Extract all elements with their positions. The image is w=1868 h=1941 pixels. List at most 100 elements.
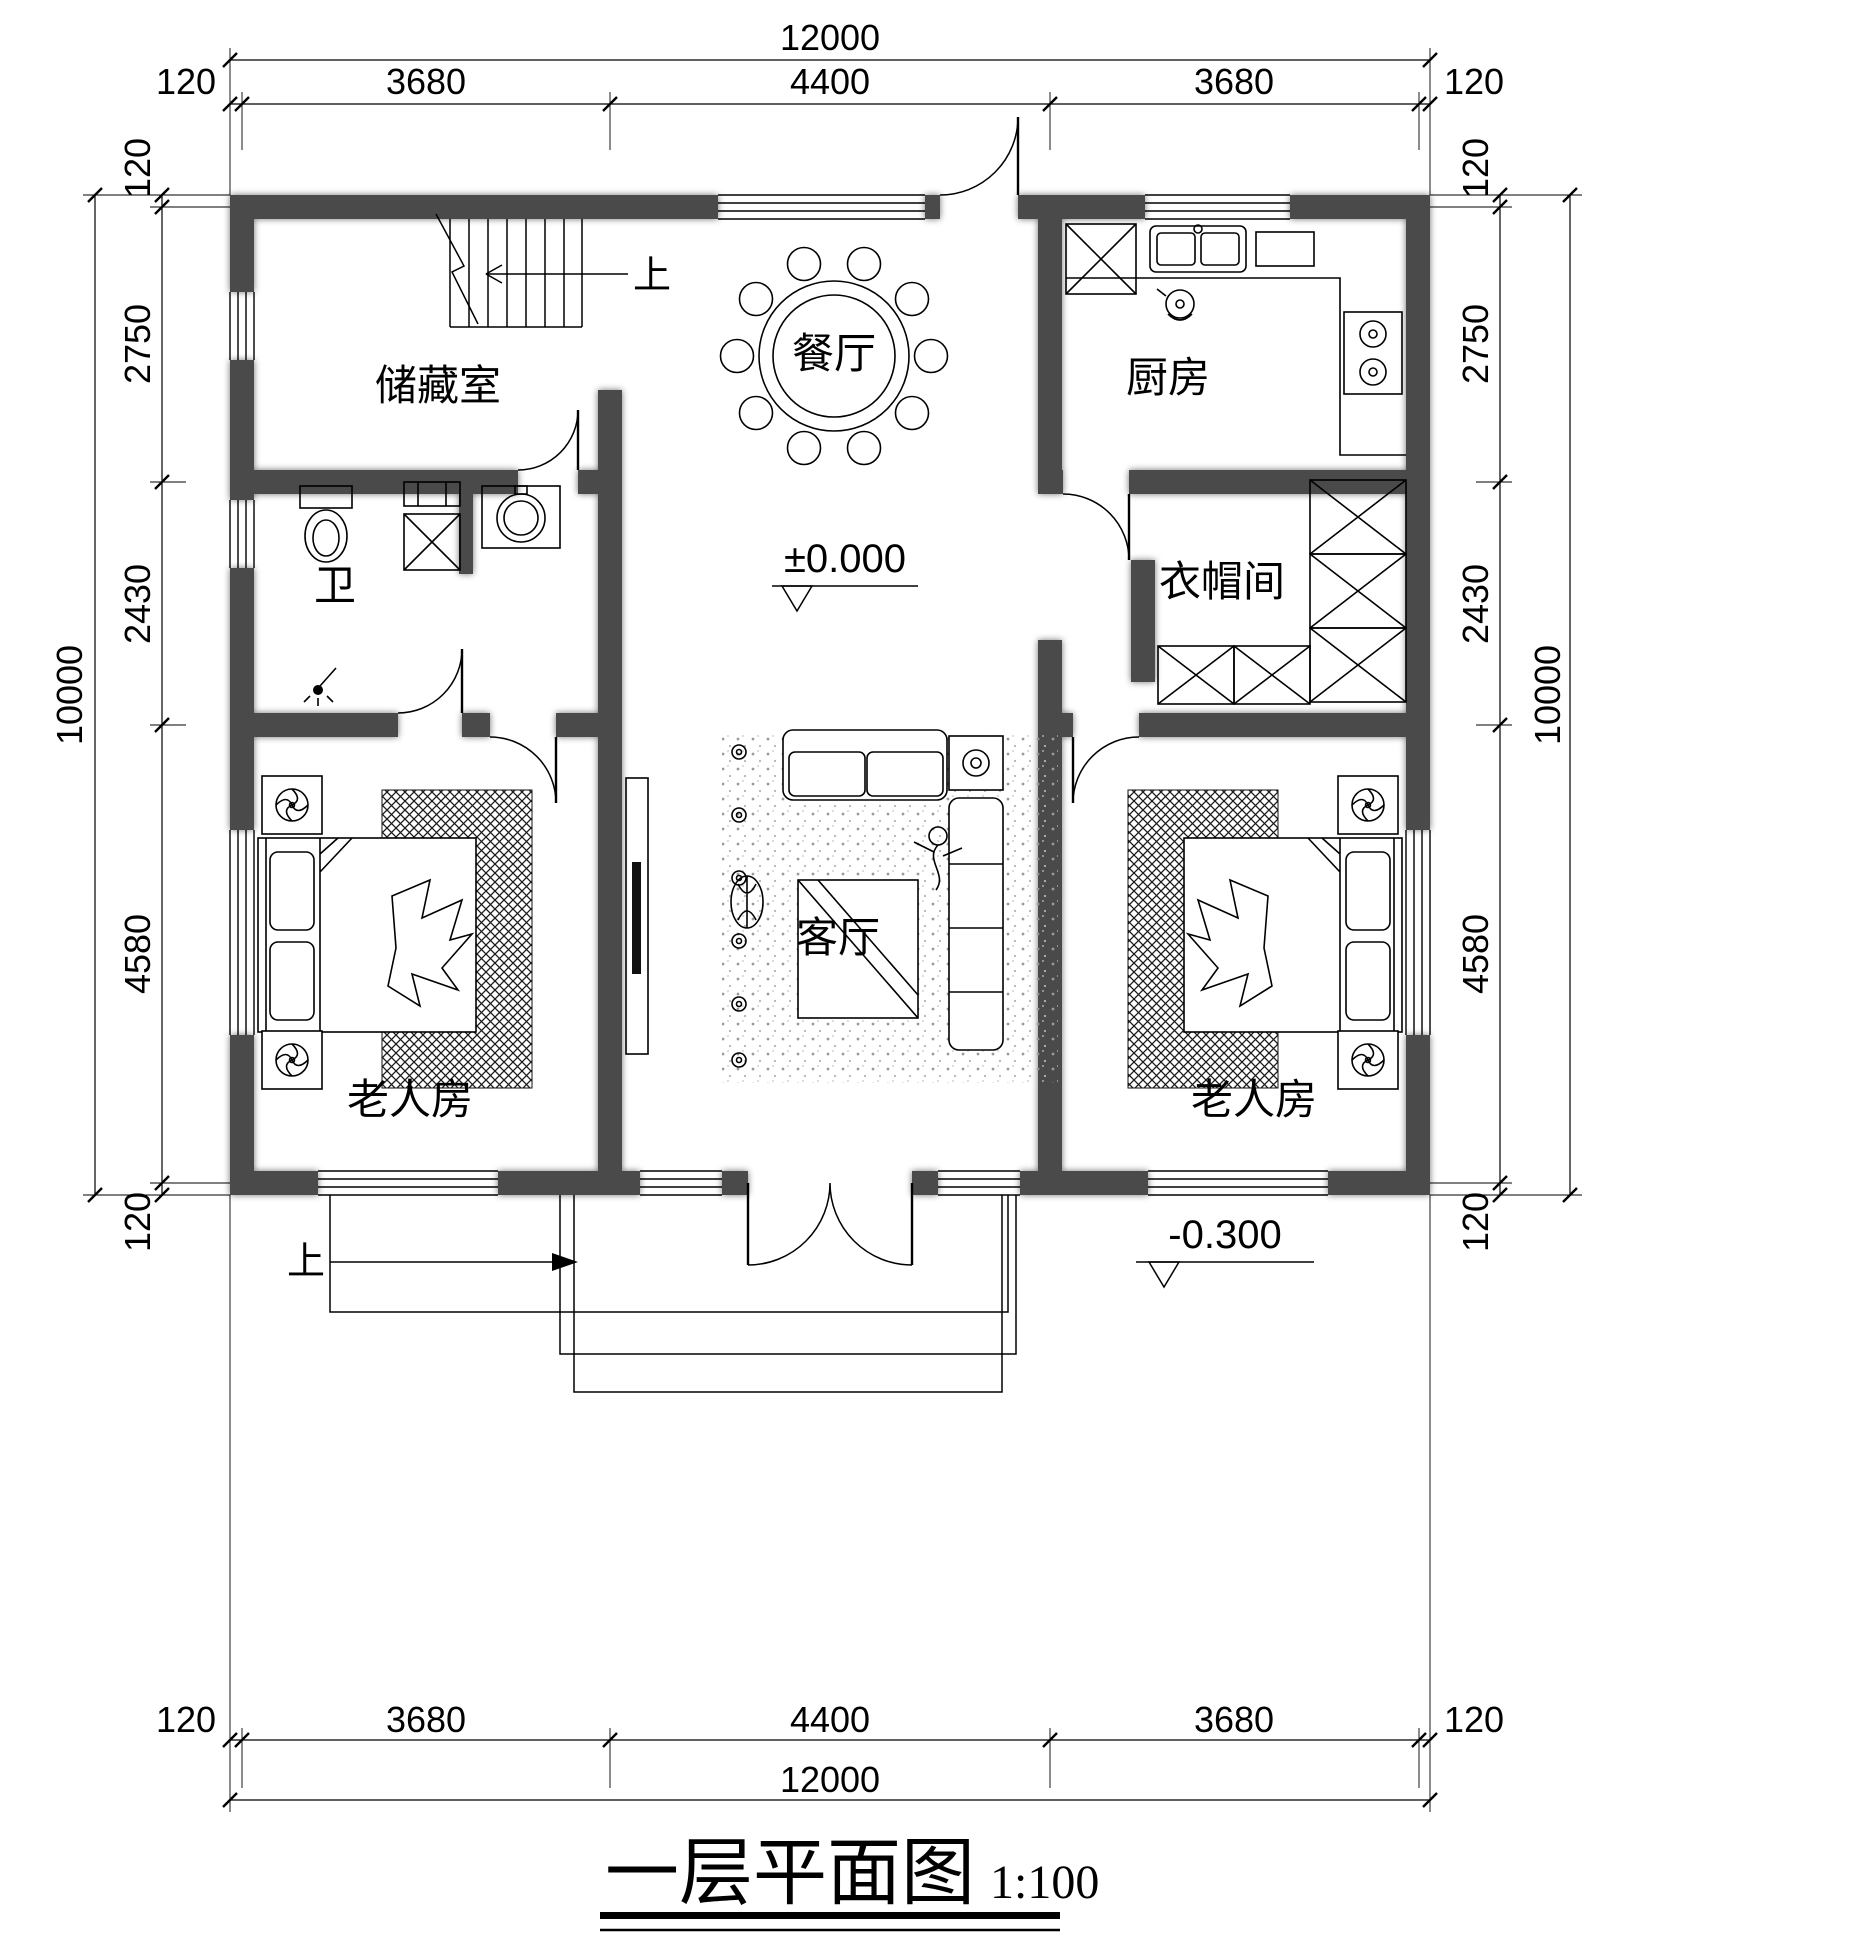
kitchen-counter [1066, 277, 1406, 456]
dim-top-overall: 12000 [780, 17, 880, 58]
dining-chairs [719, 246, 949, 466]
window [1148, 1170, 1328, 1196]
dimensions-right: 120 2750 2430 4580 120 10000 [1430, 138, 1582, 1252]
bathroom: 卫 [299, 481, 561, 706]
entry-direction-arrow [330, 1253, 578, 1271]
stair-up-label: 上 [633, 255, 671, 297]
doors [397, 116, 1140, 1266]
dim-bottom-seg: 120 [1444, 1699, 1504, 1740]
window [938, 1170, 1020, 1196]
dim-right-overall: 10000 [1527, 645, 1568, 745]
drawing-title-block: 一层平面图 1:100 [600, 1833, 1099, 1932]
person-figure [913, 826, 963, 891]
dim-bottom-seg: 3680 [1194, 1699, 1274, 1740]
bed-right [1183, 837, 1403, 1033]
living-room-label: 客厅 [796, 914, 880, 961]
drawing-title: 一层平面图 [605, 1833, 975, 1915]
door-bedroom-left [489, 736, 558, 804]
dim-bottom-seg: 4400 [790, 1699, 870, 1740]
dining-room: 餐厅 [719, 246, 949, 466]
coffee-table [797, 879, 919, 1019]
quilt [1185, 878, 1273, 1008]
dim-left-seg: 2430 [117, 564, 158, 644]
entrance-steps: 上 [287, 1195, 1017, 1393]
sofa-chaise [948, 797, 1004, 1051]
window [229, 292, 255, 360]
kitchen-label: 厨房 [1126, 354, 1210, 401]
cutting-board [1255, 231, 1315, 267]
dim-right-seg: 120 [1455, 1192, 1496, 1252]
stair-break-line [435, 213, 479, 325]
window [1145, 194, 1290, 220]
level-entrance-value: -0.300 [1168, 1213, 1281, 1257]
dim-top-seg: 3680 [1194, 61, 1274, 102]
kitchen-sink [1149, 224, 1247, 273]
window [318, 1170, 498, 1196]
washing-machine [403, 481, 461, 571]
storage-label: 储藏室 [375, 362, 501, 409]
window [229, 500, 255, 568]
cloakroom: 衣帽间 [1157, 479, 1407, 705]
dim-right-seg: 4580 [1455, 914, 1496, 994]
dim-bottom-seg: 120 [156, 1699, 216, 1740]
door-bathroom [397, 648, 464, 714]
window [640, 1170, 722, 1196]
title-underline-thick [600, 1912, 1060, 1919]
nightstand [1337, 775, 1399, 835]
door-storage [517, 409, 580, 471]
dim-left-seg: 120 [117, 1192, 158, 1252]
window [718, 194, 925, 220]
refrigerator [1065, 223, 1137, 295]
bedroom-left: 老人房 [257, 775, 533, 1123]
sofa-back [782, 729, 948, 801]
entry-up-label: 上 [287, 1241, 325, 1283]
living-room: 客厅 [625, 729, 1058, 1083]
bedroom-right-label: 老人房 [1191, 1076, 1317, 1123]
dim-left-seg: 2750 [117, 304, 158, 384]
level-mark-entrance: -0.300 [1136, 1213, 1314, 1289]
level-main-value: ±0.000 [784, 537, 906, 581]
dimensions-top: 12000 120 3680 4400 3680 120 [156, 17, 1504, 195]
nightstand [261, 1030, 323, 1090]
wardrobe-bottom [1157, 645, 1311, 705]
shower-head [303, 667, 337, 706]
toilet [299, 485, 353, 563]
dimensions-bottom: 120 3680 4400 3680 120 12000 [156, 1195, 1504, 1812]
bedroom-right: 老人房 [1127, 775, 1403, 1123]
kitchen: 厨房 [1065, 223, 1406, 456]
dim-top-seg: 120 [156, 61, 216, 102]
windows [229, 194, 1431, 1196]
side-table-lamp [948, 735, 1004, 791]
dim-top-seg: 4400 [790, 61, 870, 102]
dim-bottom-overall: 12000 [780, 1759, 880, 1800]
dim-left-overall: 10000 [49, 645, 90, 745]
nightstand [261, 775, 323, 835]
window [229, 830, 255, 1035]
nightstand [1337, 1030, 1399, 1090]
washbasin [481, 485, 561, 549]
dim-left-seg: 4580 [117, 914, 158, 994]
dim-bottom-seg: 3680 [386, 1699, 466, 1740]
dim-right-seg: 2750 [1455, 304, 1496, 384]
plant [730, 875, 764, 929]
tv-cabinet [625, 777, 649, 1055]
tv [632, 862, 641, 974]
kettle [1156, 288, 1195, 321]
staircase: 上 [435, 213, 671, 328]
door-top-entry [939, 116, 1020, 196]
dining-room-label: 餐厅 [792, 330, 876, 377]
bed-left [257, 837, 477, 1033]
quilt [387, 878, 475, 1008]
cloakroom-label: 衣帽间 [1159, 558, 1285, 605]
main-entrance-double-door [746, 1182, 914, 1266]
level-mark-main: ±0.000 [772, 537, 918, 613]
dim-left-seg: 120 [117, 138, 158, 198]
dim-top-seg: 120 [1444, 61, 1504, 102]
stove [1343, 311, 1403, 395]
window [1405, 830, 1431, 1035]
dim-right-seg: 120 [1455, 138, 1496, 198]
dimensions-left: 120 2750 2430 4580 120 10000 [49, 138, 230, 1252]
door-kitchen [1062, 493, 1131, 561]
